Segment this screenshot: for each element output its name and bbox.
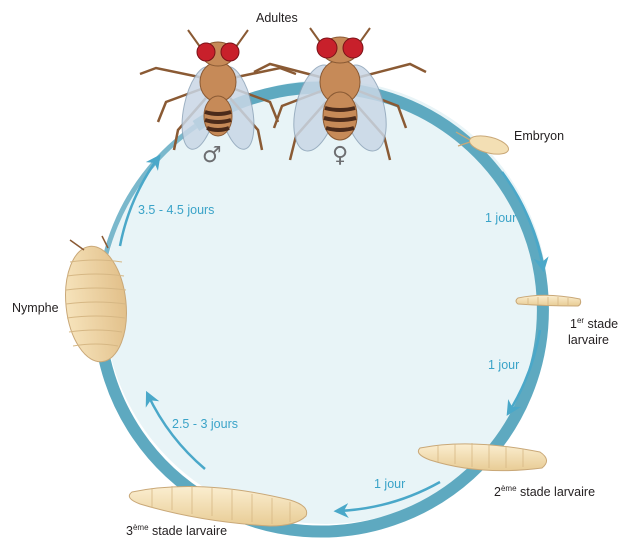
label-third-instar: 3ème stade larvaire: [126, 523, 227, 538]
label-first-instar-line1: 1er stade: [570, 316, 618, 331]
label-adults: Adultes: [256, 11, 298, 25]
duration-embryo-to-l1: 1 jour: [485, 211, 516, 225]
label-embryo: Embryon: [514, 129, 564, 143]
duration-l2-to-l3: 1 jour: [374, 477, 405, 491]
first-stage-word: stade: [584, 317, 618, 331]
female-symbol: ♀: [332, 143, 348, 168]
duration-l3-to-pupa: 2.5 - 3 jours: [172, 417, 238, 431]
second-stage-words: stade larvaire: [517, 485, 596, 499]
duration-l1-to-l2: 1 jour: [488, 358, 519, 372]
first-stage-number: 1: [570, 317, 577, 331]
first-instar-larva-illustration: [516, 295, 581, 306]
label-first-instar-line2: larvaire: [568, 333, 609, 347]
third-stage-superscript: ème: [133, 523, 149, 532]
label-second-instar: 2ème stade larvaire: [494, 484, 595, 499]
third-stage-words: stade larvaire: [149, 524, 228, 538]
third-stage-number: 3: [126, 524, 133, 538]
label-pupa: Nymphe: [12, 301, 59, 315]
second-stage-superscript: ème: [501, 484, 517, 493]
duration-pupa-to-adult: 3.5 - 4.5 jours: [138, 203, 214, 217]
second-stage-number: 2: [494, 485, 501, 499]
male-symbol: ♂: [202, 143, 222, 168]
